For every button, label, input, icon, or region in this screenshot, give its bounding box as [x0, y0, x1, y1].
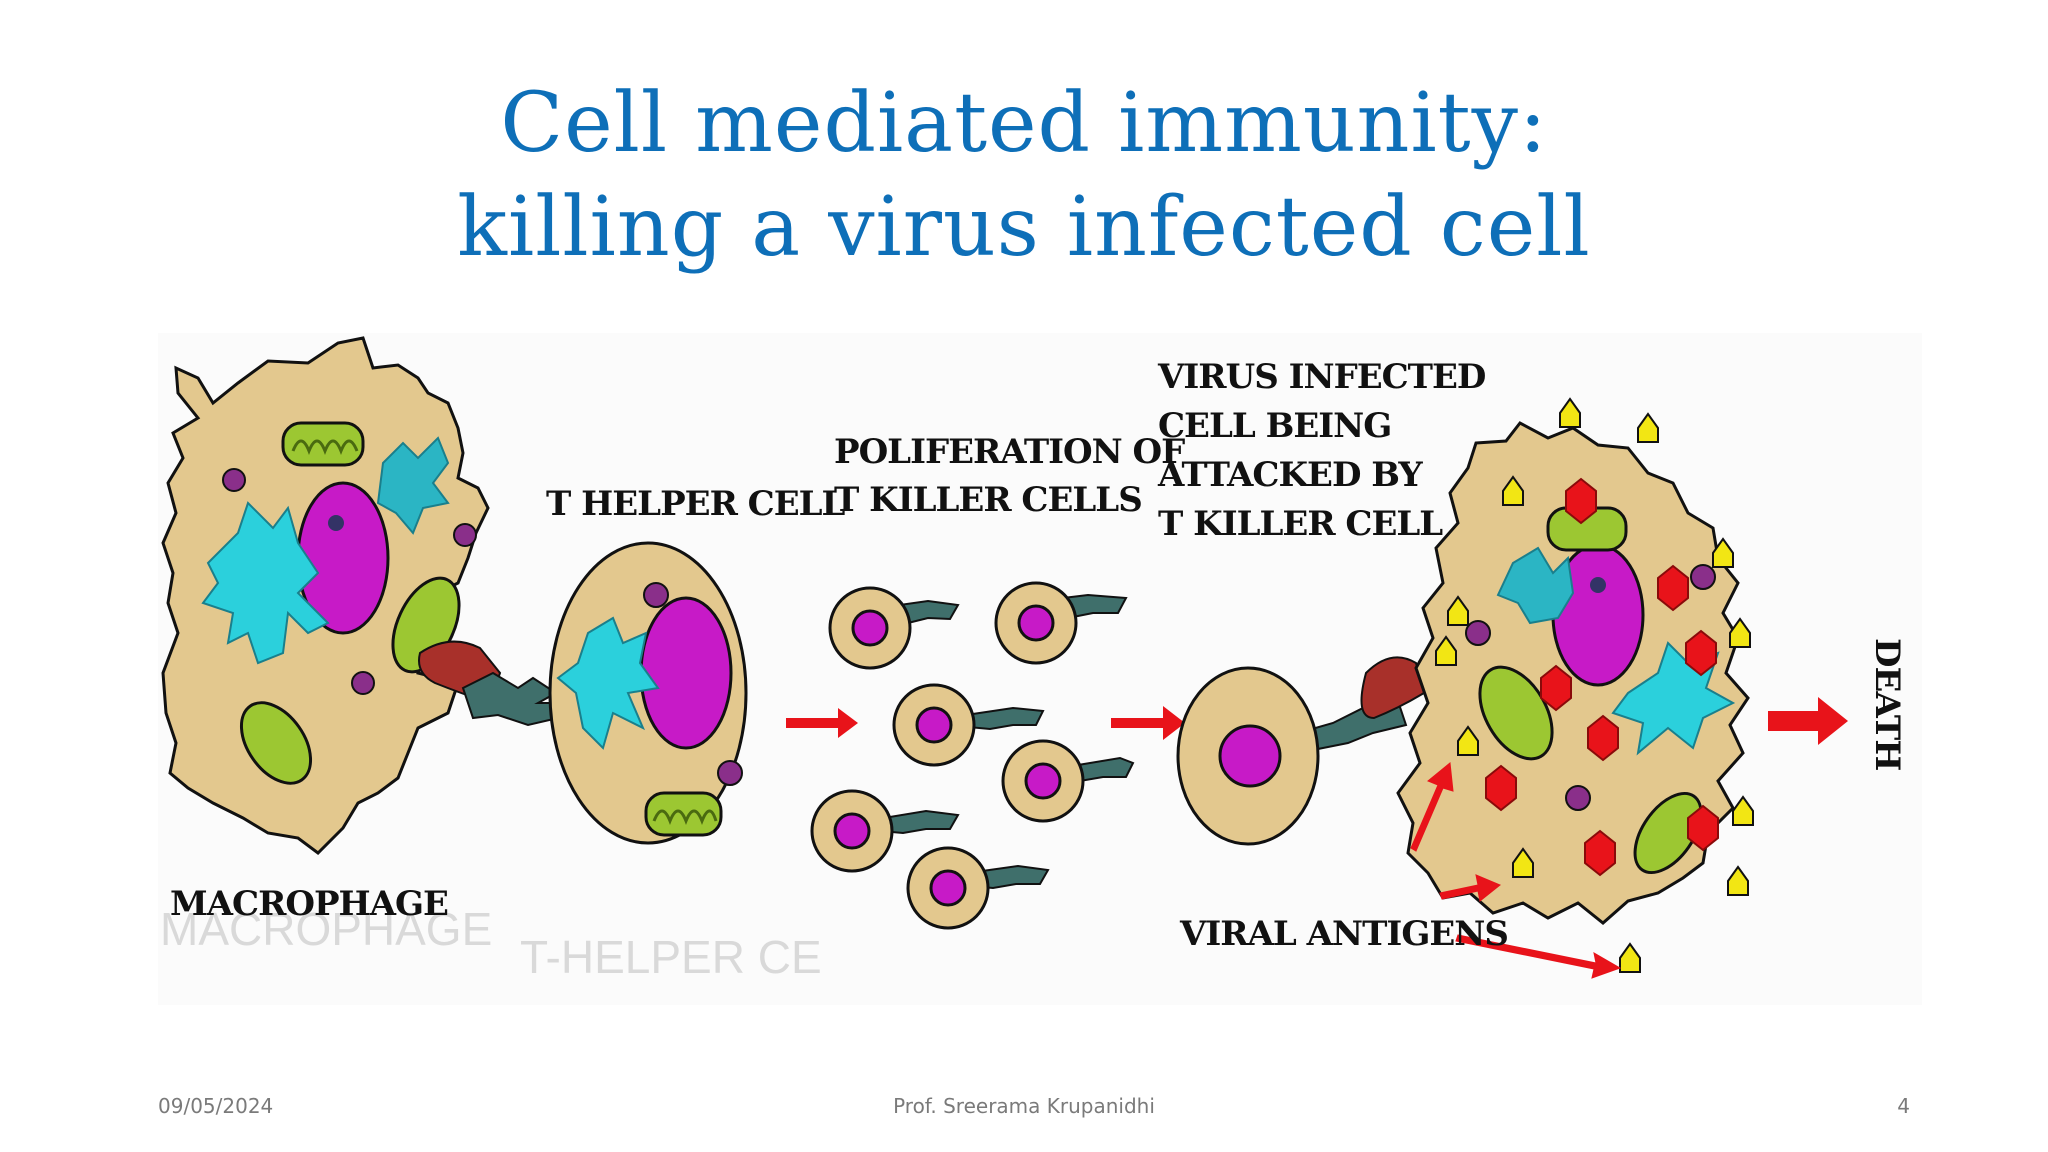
macrophage-granule-1 [222, 468, 246, 492]
title-line-2: killing a virus infected cell [457, 180, 1591, 275]
t-killer-cell-2 [994, 581, 1128, 665]
title-line-1: Cell mediated immunity: [500, 76, 1548, 171]
viral-particle [1584, 829, 1616, 877]
t-helper-granule-1 [643, 582, 669, 608]
t-killer-cell-5 [810, 789, 960, 873]
viral-particles [1485, 477, 1719, 877]
viral-antigen [1447, 595, 1469, 626]
macrophage-mitochondrion-3 [239, 701, 313, 785]
infected-label-line4: T KILLER CELL [1158, 504, 1443, 544]
viral-particle [1565, 477, 1597, 525]
arrow-to-proliferation [786, 708, 858, 738]
viral-antigen [1559, 397, 1581, 428]
footer-author: Prof. Sreerama Krupanidhi [893, 1094, 1155, 1118]
ghost-thelper-text: T-HELPER CE [520, 931, 822, 983]
infected-label-line2: CELL BEING [1158, 406, 1391, 446]
proliferation-label-line1: POLIFERATION OF [834, 432, 1185, 472]
viral-particle [1685, 629, 1717, 677]
footer-page-number: 4 [1897, 1094, 1910, 1118]
t-killer-cell-6 [906, 846, 1050, 930]
footer-date: 09/05/2024 [158, 1094, 274, 1118]
infected-golgi-1 [1496, 546, 1575, 625]
t-helper-label: T HELPER CELL [546, 484, 846, 524]
viral-antigen [1435, 635, 1457, 666]
macrophage-cell [161, 336, 502, 855]
viral-particle [1485, 764, 1517, 812]
infected-granule-2 [1690, 564, 1716, 590]
antigen-arrow-1 [1410, 762, 1454, 852]
macrophage-label: MACROPHAGE [170, 884, 448, 924]
antigen-arrow-3 [1455, 934, 1622, 979]
viral-antigens-label: VIRAL ANTIGENS [1179, 914, 1508, 954]
arrow-to-death [1768, 697, 1848, 745]
macrophage-golgi-1 [201, 501, 330, 665]
macrophage-golgi-2 [376, 436, 450, 535]
arrow-to-infected-cell [1111, 706, 1185, 740]
viral-antigen [1637, 412, 1659, 443]
t-helper-nucleus [639, 596, 733, 750]
viral-antigen [1712, 537, 1734, 568]
viral-antigens-surface [1435, 397, 1754, 973]
t-helper-golgi [556, 616, 660, 750]
t-killer-cell-3 [892, 683, 1045, 767]
infected-granule-1 [1465, 620, 1491, 646]
t-killer-cell-1 [828, 586, 960, 670]
viral-particle [1687, 804, 1719, 852]
diagram-canvas: MACROPHAGE T-HELPER CE MACROPHAGE [158, 333, 1922, 1005]
viral-particle [1540, 664, 1572, 712]
death-label: DEATH [1867, 638, 1907, 770]
viral-antigen [1502, 475, 1524, 506]
infected-mitochondrion-3 [1633, 791, 1703, 875]
macrophage-granule-3 [351, 671, 375, 695]
viral-particle [1587, 714, 1619, 762]
cell-mediated-immunity-diagram: MACROPHAGE T-HELPER CE MACROPHAGE [158, 333, 1922, 1005]
antigen-arrow-2 [1439, 874, 1501, 902]
t-helper-cell [461, 541, 748, 845]
infected-label-line3: ATTACKED BY [1157, 455, 1423, 495]
viral-antigen-arrows [1410, 762, 1622, 979]
proliferation-label-line2: T KILLER CELLS [834, 480, 1142, 520]
macrophage-granule-2 [453, 523, 477, 547]
infected-label-line1: VIRUS INFECTED [1157, 357, 1486, 397]
viral-antigen [1727, 865, 1749, 896]
viral-particle [1657, 564, 1689, 612]
viral-antigen [1457, 725, 1479, 756]
t-killer-cells-group [810, 581, 1135, 930]
viral-antigen [1512, 847, 1534, 878]
t-helper-granule-2 [717, 760, 743, 786]
macrophage-nucleolus [328, 515, 344, 531]
attacking-t-killer-cell [1176, 656, 1426, 846]
infected-cell-nucleolus [1590, 577, 1606, 593]
t-killer-cell-4 [1001, 739, 1135, 823]
ghost-macrophage-text: MACROPHAGE [160, 903, 492, 955]
infected-granule-3 [1565, 785, 1591, 811]
viral-antigen [1619, 942, 1641, 973]
viral-antigen [1729, 617, 1751, 648]
virus-infected-cell [1396, 397, 1754, 973]
viral-antigen [1732, 795, 1754, 826]
slide-title: Cell mediated immunity: killing a virus … [0, 72, 2048, 280]
